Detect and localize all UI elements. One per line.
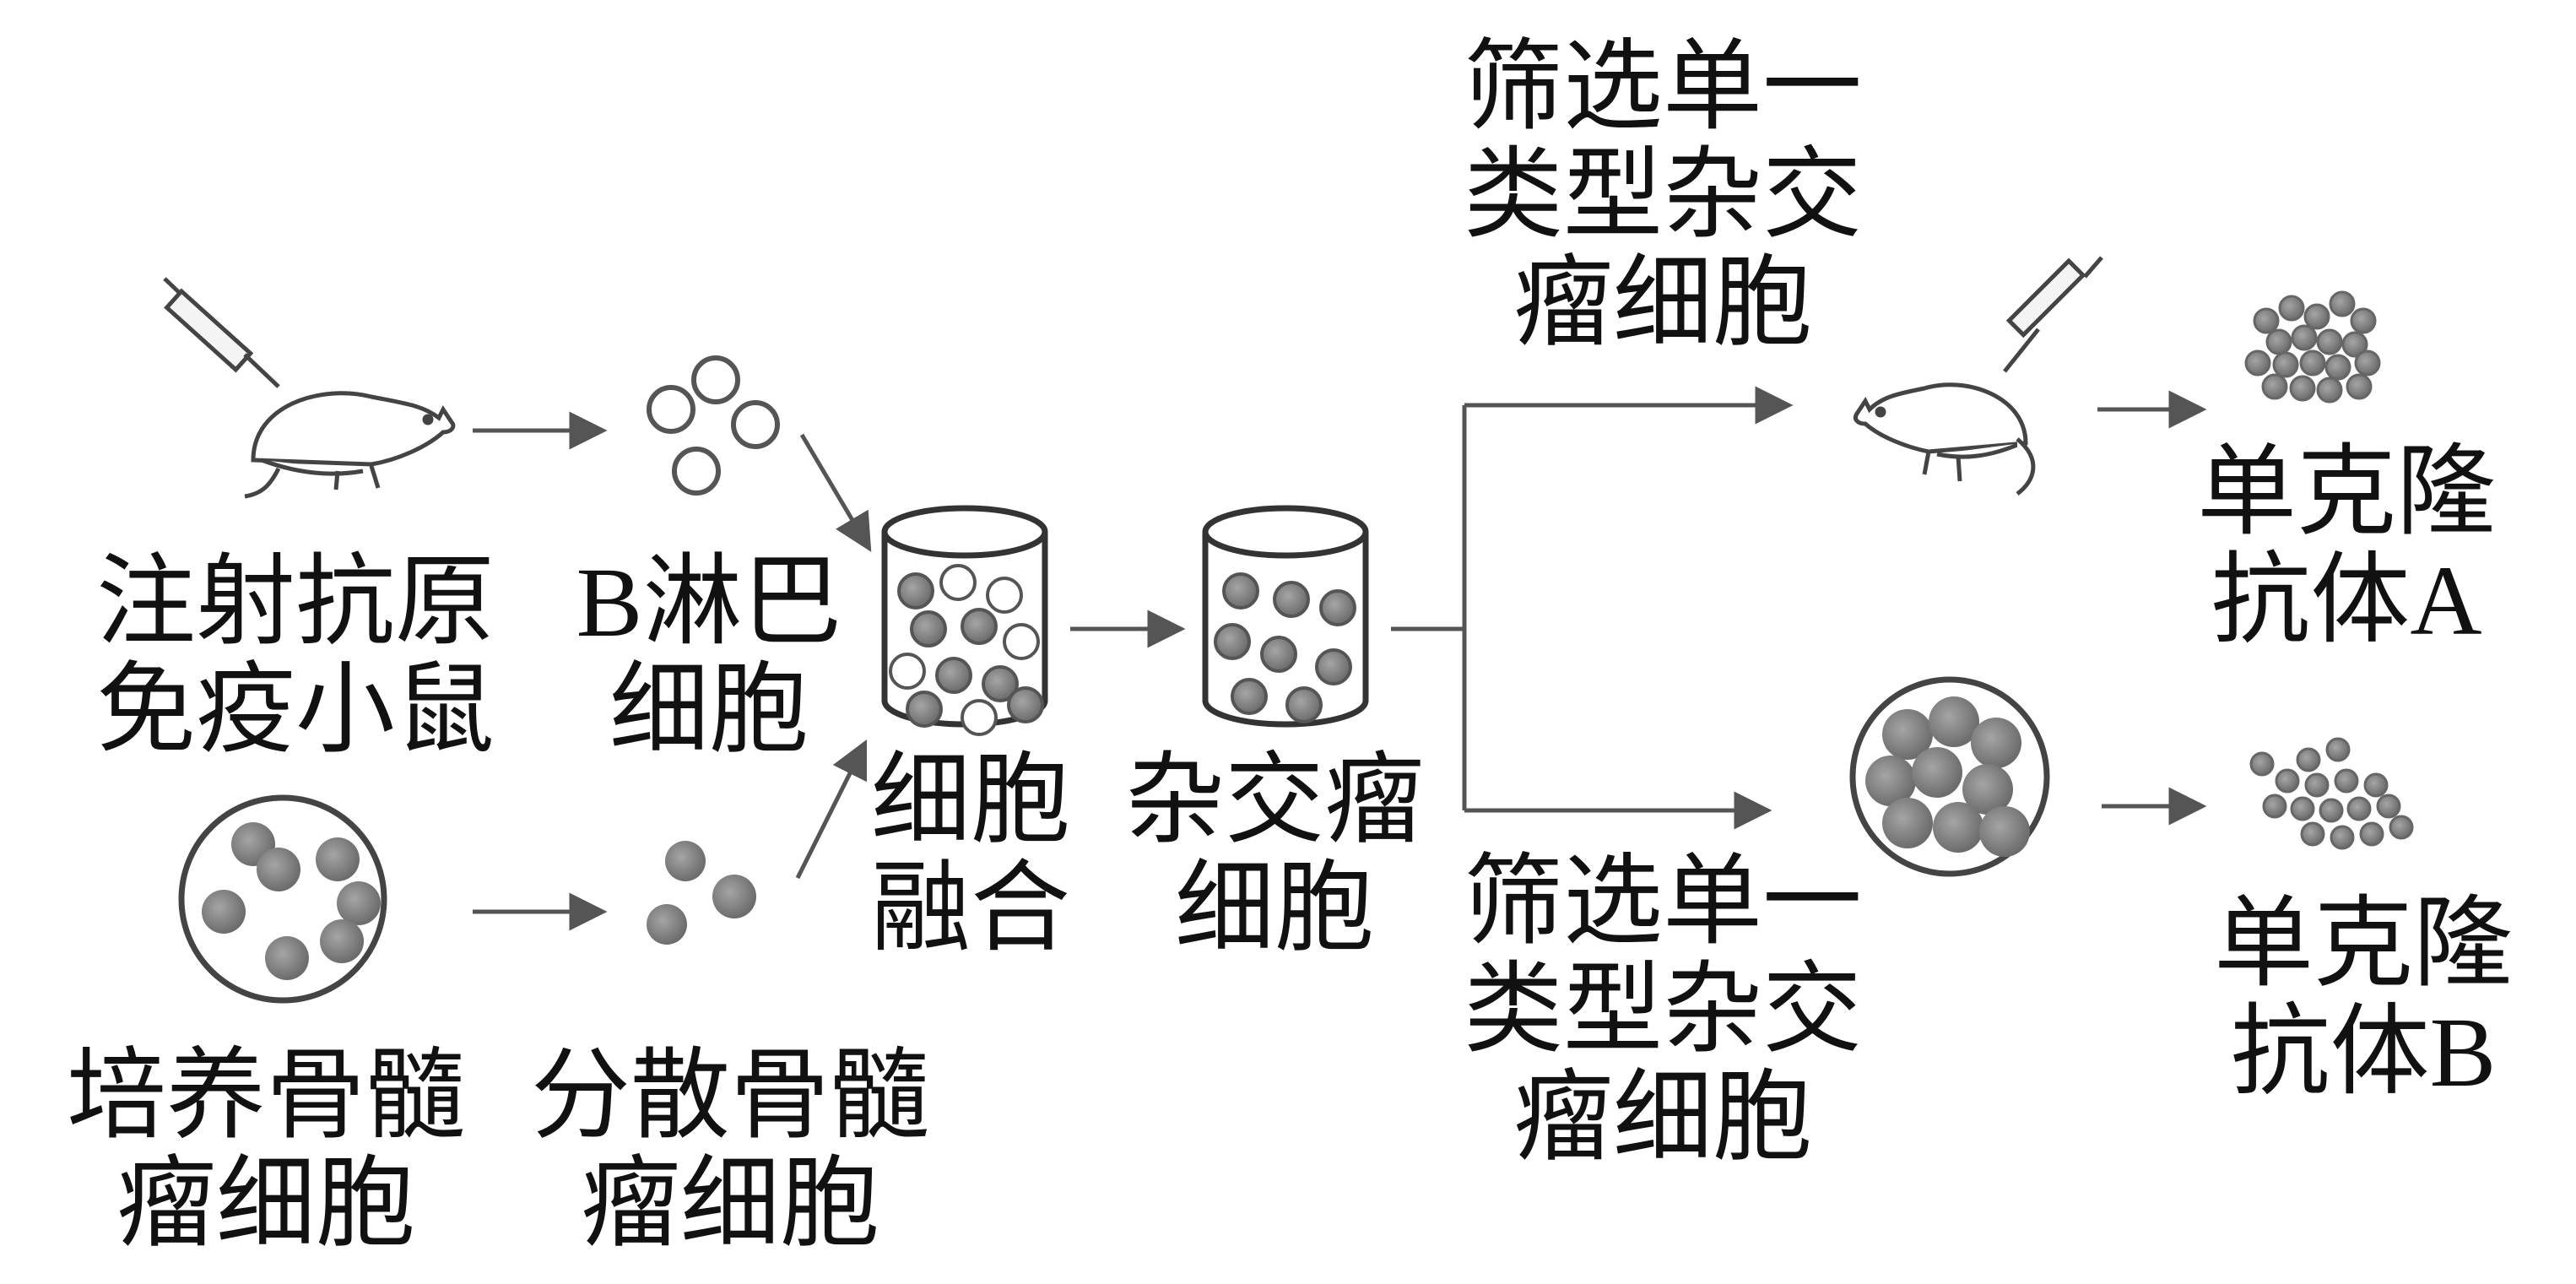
antibody-cluster-icon	[2249, 737, 2414, 850]
branch-connector	[1391, 405, 1467, 810]
label-myeloma-dispersed: 分散骨髓 瘤细胞	[530, 1041, 929, 1260]
label-b-lymphocyte: B淋巴 细胞	[576, 547, 842, 766]
label-immunized-mouse: 注射抗原 免疫小鼠	[95, 547, 495, 766]
label-cell-fusion: 细胞 融合	[870, 745, 1070, 964]
label-screening-top: 筛选单一 类型杂交 瘤细胞	[1463, 32, 1862, 359]
label-hybridoma: 杂交瘤 细胞	[1124, 745, 1424, 964]
mouse-icon	[1853, 382, 2036, 496]
culture-dish-icon	[178, 794, 387, 1004]
label-myeloma-culture: 培养骨髓 瘤细胞	[66, 1041, 465, 1260]
b-lymphocyte-cells	[647, 355, 780, 496]
label-antibody-a: 单克隆 抗体A	[2196, 437, 2496, 656]
antibody-cluster-icon	[2244, 290, 2381, 404]
label-antibody-b: 单克隆 抗体B	[2213, 889, 2513, 1108]
label-screening-bottom: 筛选单一 类型杂交 瘤细胞	[1463, 847, 1862, 1173]
culture-dish-icon	[1849, 676, 2050, 877]
syringe-icon	[163, 277, 280, 388]
mouse-icon	[244, 391, 456, 499]
beaker-icon	[881, 505, 1048, 736]
myeloma-dispersed-cells	[647, 841, 756, 945]
beaker-icon	[1202, 505, 1369, 728]
syringe-icon	[2003, 256, 2103, 373]
arrow-2	[799, 433, 872, 552]
arrow-4	[795, 739, 868, 880]
